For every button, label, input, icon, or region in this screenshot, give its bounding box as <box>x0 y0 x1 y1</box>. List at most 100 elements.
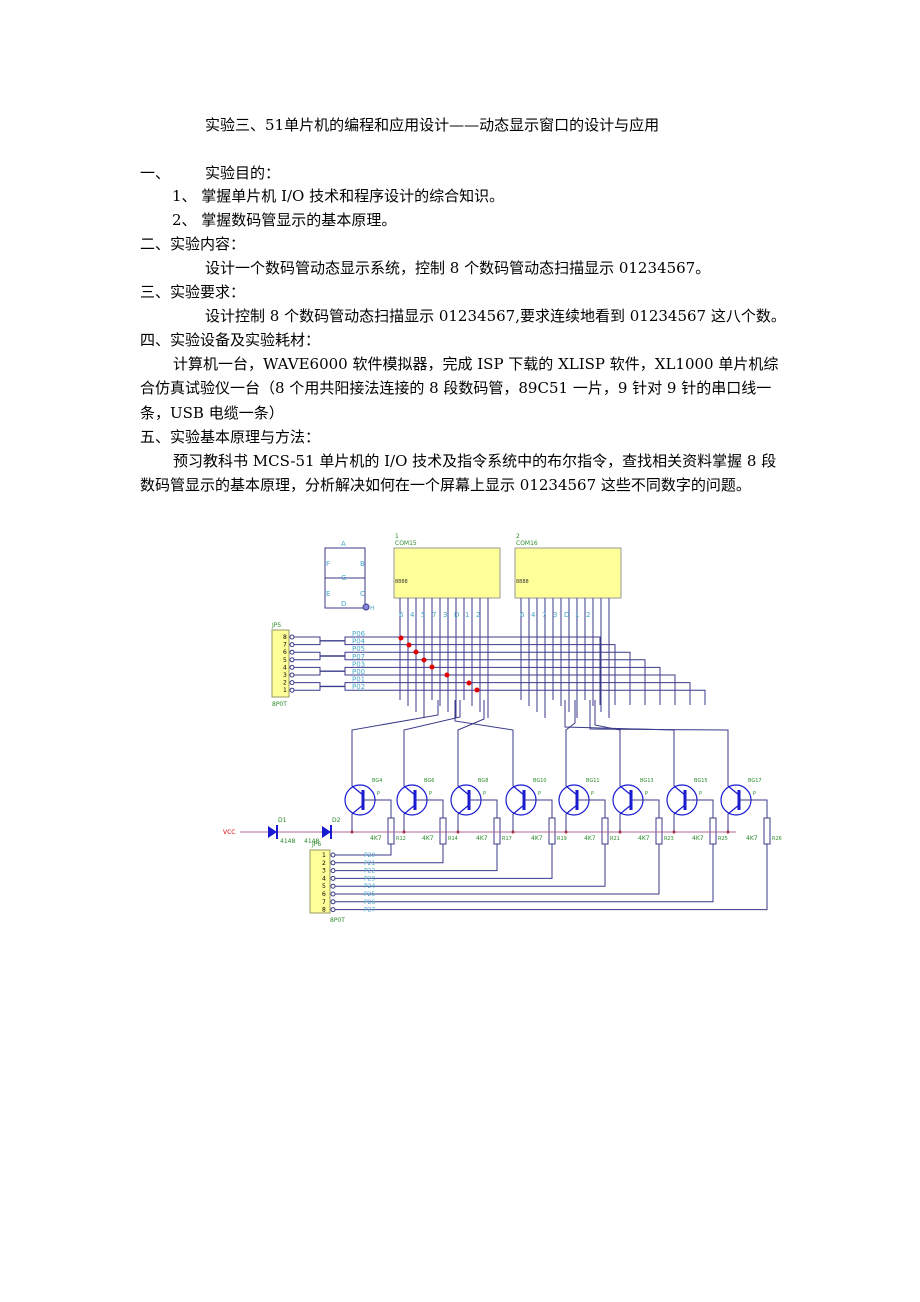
jp5-pin-number: 3 <box>283 672 287 679</box>
wire <box>565 700 576 786</box>
jp6-net-label: P26 <box>364 899 375 906</box>
display-pin-number: D <box>454 611 459 619</box>
junction-dot <box>406 642 412 648</box>
junction-dot <box>429 664 435 670</box>
wire <box>332 844 606 887</box>
wire <box>332 844 498 872</box>
display-pin-number: 3 <box>443 611 447 619</box>
resistor-label: R14 <box>448 836 458 842</box>
jp5-net-label: P03 <box>352 660 365 668</box>
wire <box>403 700 461 786</box>
wire <box>631 799 660 818</box>
section-2-body: 设计一个数码管动态显示系统，控制 8 个数码管动态扫描显示 01234567。 <box>205 259 711 277</box>
segment-label: A <box>341 540 346 548</box>
wire <box>294 640 616 705</box>
wire <box>673 804 686 815</box>
wire <box>577 799 606 818</box>
transistor-type-label: P <box>699 791 702 797</box>
wire <box>469 799 498 818</box>
jp6-net-label: P20 <box>364 852 375 859</box>
jp5-pin <box>289 649 295 655</box>
diode-label: D2 <box>332 817 341 824</box>
junction-dot <box>474 687 480 693</box>
resistor-icon <box>709 817 717 845</box>
diode-part-label: 4148 <box>304 838 319 845</box>
display-pin-label: 8888 <box>395 579 408 585</box>
jp6-net-label: P24 <box>364 883 375 890</box>
display-number: 1 <box>395 533 399 540</box>
display-pin-number: 1 <box>465 611 469 619</box>
wire <box>524 799 553 818</box>
jp5-type-label: 8P0T <box>272 701 287 708</box>
transistor-label: BG4 <box>372 778 382 784</box>
jp6-pin <box>330 875 336 881</box>
jp6-label: JP6 <box>311 841 321 848</box>
transistor-label: BG6 <box>424 778 434 784</box>
wire <box>619 785 632 796</box>
transistor-label: BG15 <box>694 778 708 784</box>
transistor-label: BG10 <box>533 778 547 784</box>
diode-label: D1 <box>278 817 287 824</box>
wire <box>294 655 646 705</box>
wire <box>332 844 444 864</box>
transistor-type-label: P <box>753 791 756 797</box>
wire <box>685 799 714 818</box>
segment-label: E <box>326 590 330 598</box>
jp6-connector <box>309 849 331 914</box>
jp6-pin-number: 3 <box>322 868 326 875</box>
wire <box>294 685 706 705</box>
wire <box>619 804 632 815</box>
section-4-body: 计算机一台，WAVE6000 软件模拟器，完成 ISP 下载的 XLISP 软件… <box>140 355 779 422</box>
jp6-net-label: P27 <box>364 907 375 914</box>
jp6-net-label: P25 <box>364 891 375 898</box>
resistor-value-label: 4K7 <box>584 835 596 842</box>
display-pin-number: 1 <box>575 611 579 619</box>
wire <box>594 700 621 786</box>
resistor-value-label: 4K7 <box>422 835 434 842</box>
transistor-label: BG13 <box>640 778 654 784</box>
jp6-pin <box>330 907 336 913</box>
jp6-net-label: P21 <box>364 860 375 867</box>
wire <box>332 844 768 911</box>
resistor-icon <box>763 817 771 845</box>
segment-label: H <box>370 605 375 612</box>
diode-part-label: 4148 <box>280 838 295 845</box>
section-1-title: 实验目的： <box>205 164 281 182</box>
display-com16 <box>514 547 622 599</box>
wire <box>403 785 416 796</box>
jp5-net-label: P02 <box>352 683 365 691</box>
display-pin-number: 3 <box>553 611 557 619</box>
jp6-pin-number: 5 <box>322 883 326 890</box>
jp5-net-label: P05 <box>352 645 365 653</box>
jp6-pin-number: 6 <box>322 891 326 898</box>
wire <box>457 804 470 815</box>
jp5-connector <box>271 629 290 698</box>
transistor-label: BG17 <box>748 778 762 784</box>
resistor-value-label: 4K7 <box>692 835 704 842</box>
display-pin-number: 4 <box>531 611 536 619</box>
junction-dot <box>444 672 450 678</box>
segment-label: F <box>326 560 330 568</box>
segment-label: B <box>360 560 365 568</box>
jp5-pin-number: 5 <box>283 657 287 664</box>
resistor-label: R26 <box>772 836 782 842</box>
display-pin-number: 4 <box>410 611 415 619</box>
jp6-pin-number: 8 <box>322 907 326 914</box>
segment-label: G <box>341 574 346 582</box>
wire <box>565 804 578 815</box>
segment-label: C <box>360 590 365 598</box>
jp5-pin-number: 7 <box>283 642 287 649</box>
resistor-icon <box>493 817 501 845</box>
jp5-net-label: P04 <box>352 638 366 646</box>
wire <box>512 804 525 815</box>
wire <box>565 785 578 796</box>
jp6-pin <box>330 883 336 889</box>
junction-dot <box>398 635 404 641</box>
jp5-pin <box>289 672 295 678</box>
transistor-type-label: P <box>591 791 594 797</box>
display-com15 <box>393 547 501 599</box>
jp5-pin <box>289 680 295 686</box>
transistor-label: BG8 <box>478 778 488 784</box>
